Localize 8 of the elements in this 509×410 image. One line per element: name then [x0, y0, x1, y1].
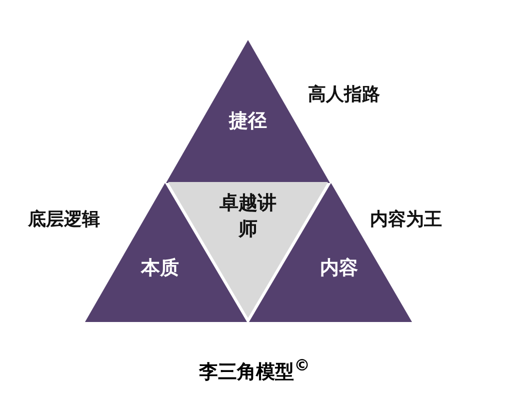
segment-label: 本质	[140, 256, 180, 281]
side-label: 高人指路	[308, 83, 380, 106]
caption: 李三角模型$^{©}$	[199, 361, 310, 384]
side-label: 底层逻辑	[28, 208, 100, 231]
segment-label: 内容	[319, 256, 359, 281]
side-label: 内容为王	[370, 208, 442, 231]
segment-label: 卓越讲师	[218, 191, 278, 242]
segment-label: 捷径	[228, 109, 268, 134]
